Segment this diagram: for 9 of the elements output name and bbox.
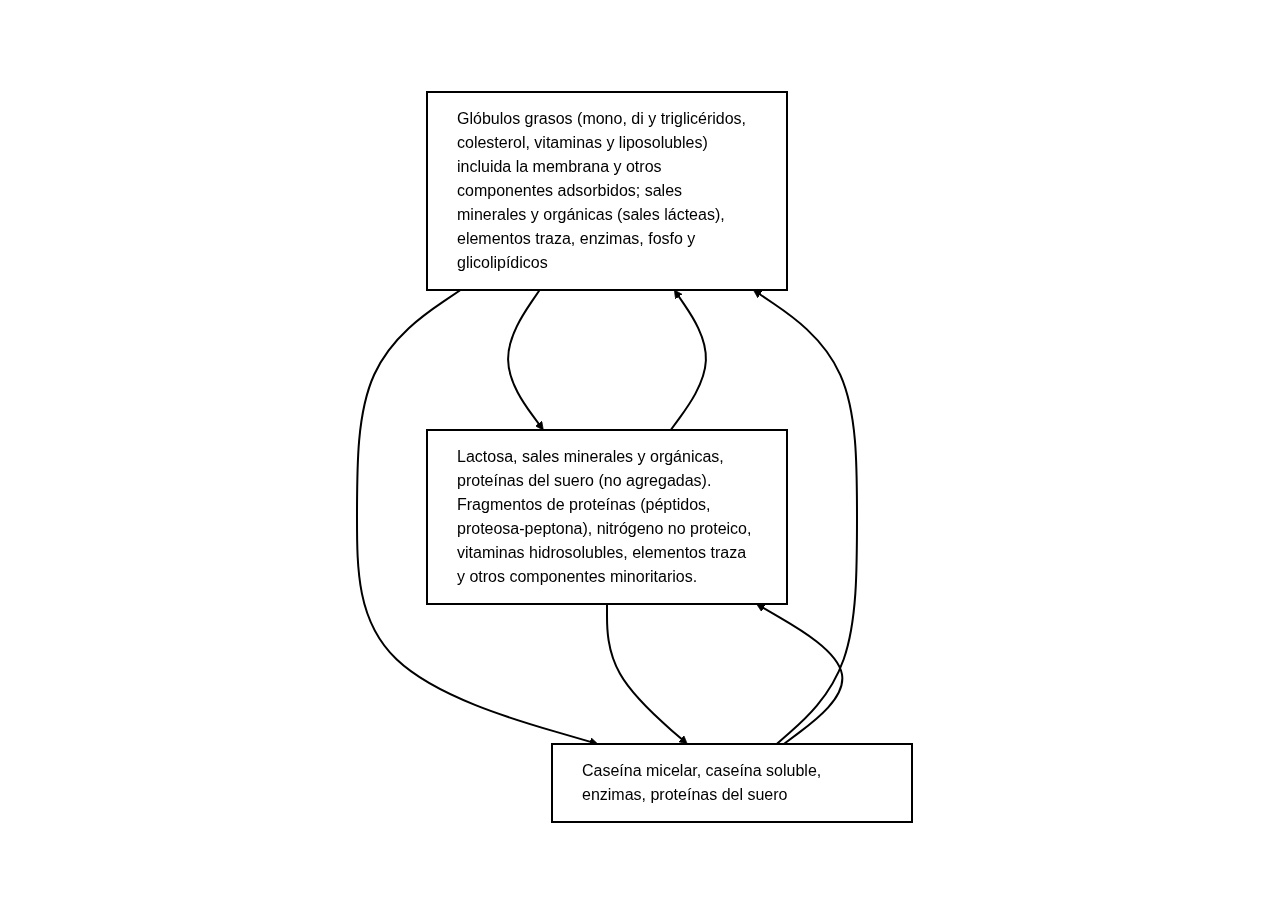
arrow [605, 603, 688, 745]
node-box: Caseína micelar, caseína soluble, enzimas, proteínas del suero [550, 743, 913, 823]
arrow [355, 289, 598, 746]
arrow [755, 603, 843, 745]
arrow [506, 289, 544, 431]
arrow [669, 289, 707, 431]
arrow [752, 289, 858, 745]
node-box: Glóbulos grasos (mono, di y triglicéridos, colesterol, vitaminas y liposolubles) incluida la membrana y otros componentes adsorbidos; sales minerales y orgánicas (sales lácteas), elementos traza, enzimas, fosfo y glicolipídicos [425, 91, 788, 291]
node-box: Lactosa, sales minerales y orgánicas, proteínas del suero (no agregadas). Fragmentos de proteínas (péptidos, proteosa-peptona), nitrógeno no proteico, vitaminas hidrosolubles, elementos traza y otros componentes minoritarios. [425, 429, 788, 605]
